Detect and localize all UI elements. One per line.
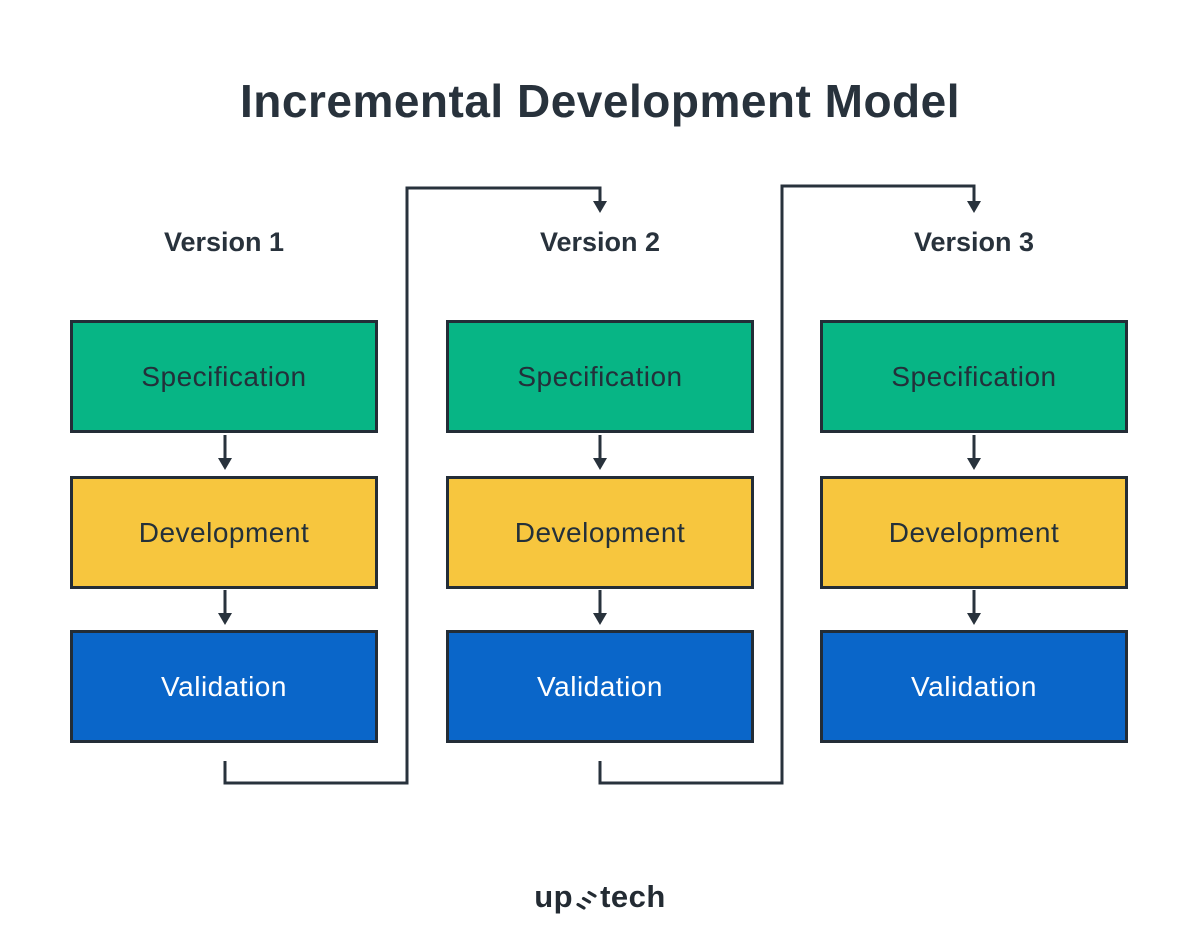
stage-box-development: Development bbox=[820, 476, 1128, 589]
stage-label: Specification bbox=[141, 360, 307, 392]
stage-box-specification: Specification bbox=[70, 320, 378, 433]
diagram-title: Incremental Development Model bbox=[240, 75, 960, 127]
stage-box-development: Development bbox=[70, 476, 378, 589]
stage-label: Development bbox=[138, 516, 310, 548]
stage-label: Development bbox=[514, 516, 686, 548]
stage-box-validation: Validation bbox=[820, 630, 1128, 743]
version-3-label: Version 3 bbox=[913, 227, 1035, 257]
stage-label: Validation bbox=[911, 670, 1037, 702]
stage-box-development: Development bbox=[446, 476, 754, 589]
stage-box-specification: Specification bbox=[446, 320, 754, 433]
stage-label: Validation bbox=[537, 670, 663, 702]
stage-label: Development bbox=[888, 516, 1060, 548]
zigzag-icon bbox=[576, 890, 597, 910]
stage-label: Specification bbox=[891, 360, 1057, 392]
stage-label: Specification bbox=[517, 360, 683, 392]
stage-label: Validation bbox=[161, 670, 287, 702]
stage-box-validation: Validation bbox=[446, 630, 754, 743]
connector-v1-to-v2 bbox=[223, 186, 607, 785]
stage-box-validation: Validation bbox=[70, 630, 378, 743]
version-1-label: Version 1 bbox=[163, 227, 285, 257]
uptech-logo: up tech bbox=[0, 879, 1200, 915]
version-2-label: Version 2 bbox=[539, 227, 661, 257]
logo-prefix: up bbox=[534, 879, 574, 914]
connector-v2-to-v3 bbox=[598, 184, 981, 785]
logo-suffix: tech bbox=[600, 879, 666, 914]
stage-box-specification: Specification bbox=[820, 320, 1128, 433]
